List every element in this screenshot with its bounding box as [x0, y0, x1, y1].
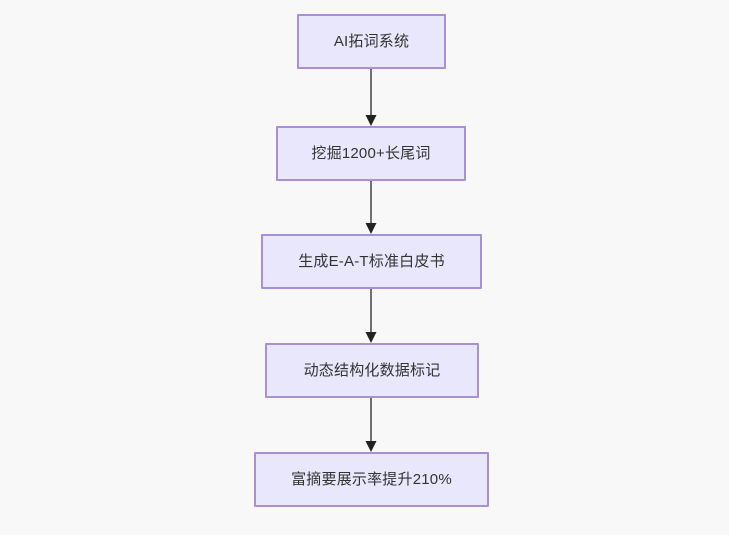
edge-n4-to-n5 — [365, 398, 377, 452]
edge-n2-to-n3 — [365, 181, 377, 234]
edge-n1-to-n2 — [365, 69, 377, 126]
flowchart-node-label: 富摘要展示率提升210% — [291, 471, 452, 488]
edge-n3-to-n4 — [365, 289, 377, 343]
flowchart-node-rich-snippet-rate-increase[interactable]: 富摘要展示率提升210% — [254, 452, 489, 507]
flowchart-node-label: 动态结构化数据标记 — [303, 362, 441, 379]
flowchart-node-mine-longtail-keywords[interactable]: 挖掘1200+长尾词 — [276, 126, 466, 181]
flowchart-node-label: 挖掘1200+长尾词 — [311, 145, 431, 162]
flowchart-node-label: AI拓词系统 — [333, 33, 410, 50]
flowchart-node-dynamic-structured-data-markup[interactable]: 动态结构化数据标记 — [265, 343, 479, 398]
flowchart-node-generate-eat-whitepaper[interactable]: 生成E-A-T标准白皮书 — [261, 234, 482, 289]
flowchart-node-ai-keyword-system[interactable]: AI拓词系统 — [297, 14, 446, 69]
flowchart-node-label: 生成E-A-T标准白皮书 — [298, 253, 445, 270]
